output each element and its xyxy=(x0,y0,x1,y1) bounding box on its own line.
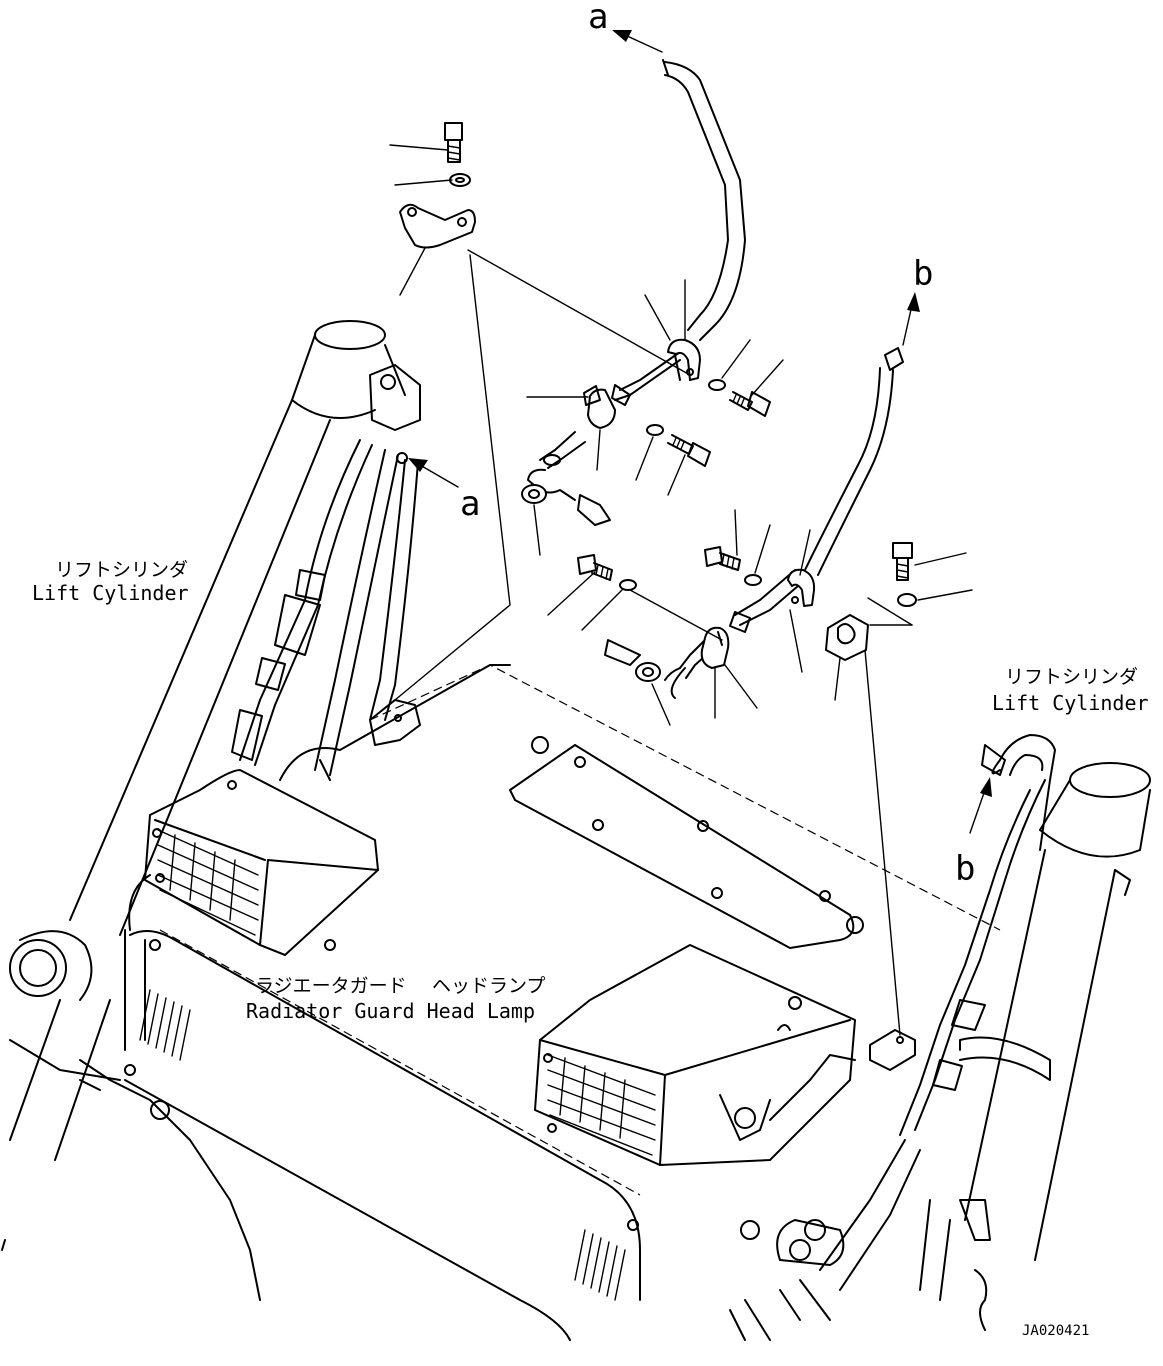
head-lamp-jp: ヘッドランプ xyxy=(432,975,545,997)
lift-cylinder-left-en: Lift Cylinder xyxy=(32,581,189,605)
arrow-a-top xyxy=(612,30,663,53)
arrow-b-top xyxy=(902,292,920,346)
callout-a-top: a xyxy=(588,0,608,37)
lift-cylinder-right-en: Lift Cylinder xyxy=(992,691,1149,715)
left-hoses xyxy=(231,439,419,776)
arrow-a-side xyxy=(408,458,459,488)
right-lamp-grille xyxy=(547,1054,656,1156)
callout-b-side: b xyxy=(955,849,975,889)
lift-cylinder-left-jp: リフトシリンダ xyxy=(55,559,188,581)
radiator-guard-head-lamp-en: Radiator Guard Head Lamp xyxy=(246,999,535,1023)
right-head-lamp xyxy=(534,944,856,1166)
radiator-guard-frame xyxy=(9,664,1001,1341)
hardware-hose-b xyxy=(577,542,917,607)
radiator-guard-jp: ラジエータガード xyxy=(255,975,407,997)
drawing-id: JA020421 xyxy=(1022,1323,1089,1339)
left-lamp-grille xyxy=(157,829,259,936)
upper-bracket-hardware xyxy=(399,122,476,249)
left-head-lamp xyxy=(144,769,379,956)
lower-grille-slots xyxy=(574,1229,626,1301)
lift-cylinder-right-jp: リフトシリンダ xyxy=(1005,666,1138,688)
hose-b-exploded xyxy=(604,347,904,699)
arrow-b-side xyxy=(969,777,992,834)
hose-a-exploded xyxy=(521,59,746,526)
leader-lines xyxy=(389,144,973,1036)
hardware-hose-a xyxy=(646,379,771,467)
left-lift-cylinder xyxy=(1,320,421,1251)
right-lift-cylinder xyxy=(729,734,1151,1341)
left-grille-slots xyxy=(139,989,191,1061)
callout-b-top: b xyxy=(913,254,933,294)
callout-a-side: a xyxy=(460,484,480,524)
